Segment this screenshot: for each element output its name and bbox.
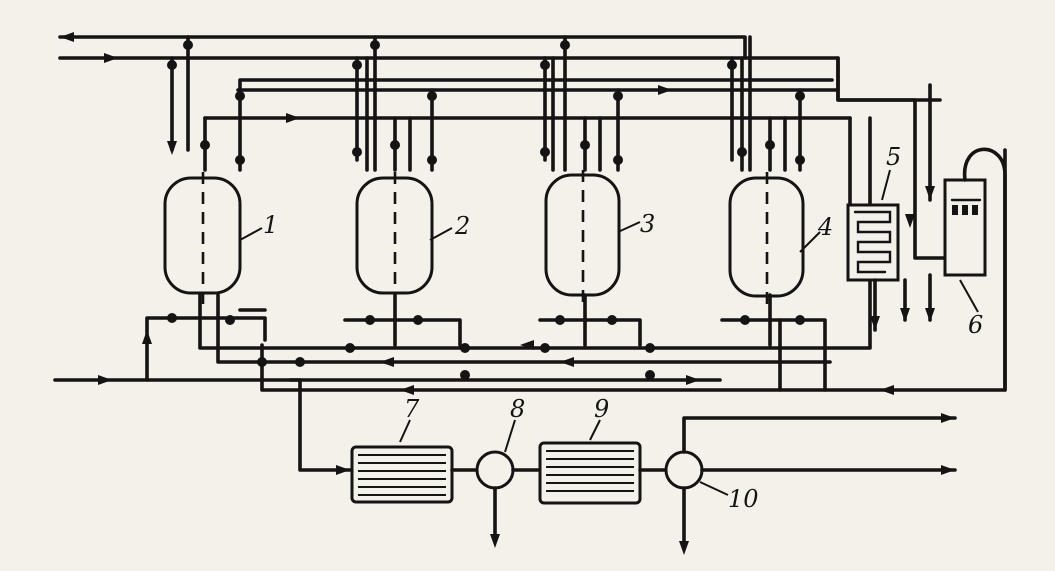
vessel-4 [728, 172, 805, 305]
filter-7 [350, 445, 454, 504]
label-3: 3 [640, 210, 655, 238]
vessel-1 [163, 172, 242, 305]
separator-10 [664, 416, 957, 547]
label-10: 10 [728, 485, 759, 513]
label-2: 2 [454, 212, 470, 240]
separator-8 [475, 450, 515, 537]
valves [167, 40, 805, 380]
label-6: 6 [968, 311, 983, 339]
heat-exchanger-5 [846, 116, 907, 332]
label-5: 5 [886, 143, 901, 171]
label-7: 7 [404, 395, 420, 423]
vessel-3 [544, 170, 621, 305]
leader-lines [239, 169, 979, 496]
label-1: 1 [263, 211, 278, 239]
vessel-2 [355, 172, 434, 305]
flow-arrows [60, 32, 955, 555]
filter-9 [538, 441, 642, 505]
label-9: 9 [594, 395, 609, 423]
label-8: 8 [510, 395, 525, 423]
unit-6 [928, 147, 1007, 392]
label-4: 4 [817, 213, 833, 241]
number-labels: 1 2 3 4 5 6 7 8 9 10 [263, 143, 983, 513]
top-header-lines [58, 35, 947, 260]
